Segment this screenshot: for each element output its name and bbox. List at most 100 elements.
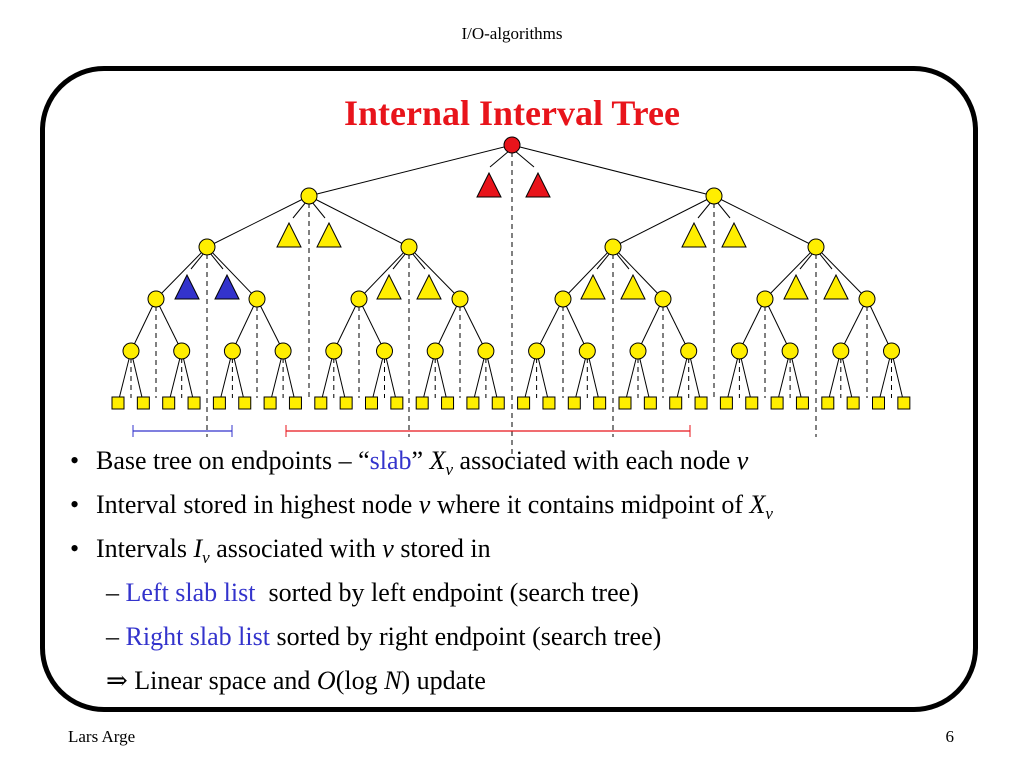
leaf-node (136, 396, 150, 410)
leaf-node (542, 396, 556, 410)
leaf-node (897, 396, 911, 410)
tree-edge (206, 246, 258, 300)
tree-edge (612, 195, 715, 248)
tree-edge (789, 350, 803, 404)
left-slab-list-term: Left slab list (125, 578, 256, 607)
tree-edge (231, 298, 258, 352)
tree-node (554, 290, 572, 308)
footer-author: Lars Arge (68, 727, 136, 746)
tree-edge (624, 350, 639, 404)
tree-edge (231, 350, 246, 404)
leaf-node (770, 396, 784, 410)
tree-node (223, 342, 241, 360)
tree-node (858, 290, 876, 308)
leaf-node (491, 396, 505, 410)
tree-edge (434, 298, 461, 352)
tree-node (477, 342, 495, 360)
tree-node (451, 290, 469, 308)
tree-node (807, 238, 825, 256)
tree-edge (878, 350, 892, 404)
tree-edge (688, 350, 702, 404)
tree-edge (562, 298, 588, 352)
tree-node (604, 238, 622, 256)
yellow-triangle (580, 273, 606, 300)
tree-node (756, 290, 774, 308)
tree-edge (155, 298, 183, 352)
tree-node (654, 290, 672, 308)
leaf-node (821, 396, 835, 410)
slab-list-arrow (392, 252, 407, 270)
slab-list-arrow (190, 252, 205, 270)
tree-edge (562, 246, 614, 300)
leaf-node (567, 396, 581, 410)
yellow-triangle (783, 273, 809, 300)
implies-symbol: ⇒ (106, 666, 128, 695)
leaf-node (618, 396, 632, 410)
tree-edge (130, 298, 157, 352)
tree-edge (738, 298, 766, 352)
tree-edge (308, 144, 513, 197)
tree-node (528, 342, 546, 360)
tree-edge (308, 195, 410, 248)
leaf-node (872, 396, 885, 410)
slide-number: 6 (945, 727, 955, 746)
slab-list-arrow (615, 252, 630, 270)
yellow-triangle (316, 221, 342, 248)
yellow-triangle (376, 273, 402, 300)
leaf-node (238, 396, 252, 410)
bullet-slab: •Base tree on endpoints – “slab” Xv asso… (70, 446, 749, 480)
tree-edge (573, 350, 588, 404)
bullet-intervals-associated: •Intervals Iv associated with v stored i… (70, 534, 491, 568)
leaf-node (339, 396, 353, 410)
leaf-node (212, 396, 226, 410)
tree-edge (662, 298, 690, 352)
leaf-node (745, 396, 759, 410)
bullet-list: •Base tree on endpoints – “slab” Xv asso… (70, 448, 773, 712)
tree-node (883, 342, 900, 360)
leaf-node (187, 396, 201, 410)
tree-edge (371, 350, 385, 404)
tree-edge (586, 350, 601, 404)
yellow-triangle (620, 273, 646, 300)
slide-header: I/O-algorithms (461, 24, 563, 43)
sub-bullet-right-slab-list: – Right slab list sorted by right endpoi… (106, 622, 662, 651)
blue-triangle (214, 273, 240, 300)
tree-edge (815, 246, 868, 300)
leaf-node (593, 396, 607, 410)
slab-term: slab (369, 446, 412, 475)
slab-list-arrow (411, 252, 426, 270)
slab-list-arrow (818, 252, 833, 270)
tree-node (730, 342, 748, 360)
leaf-node (846, 396, 860, 410)
tree-edge (218, 350, 233, 404)
conclusion-line: ⇒ Linear space and O(log N) update (106, 666, 486, 695)
leaf-node (314, 396, 328, 410)
leaf-node (441, 396, 455, 410)
tree-node (300, 187, 318, 205)
tree-node (705, 187, 723, 205)
tree-edge (840, 350, 854, 404)
yellow-triangle (416, 273, 442, 300)
tree-node (832, 342, 850, 360)
right-slab-list-term: Right slab list (125, 622, 270, 651)
tree-node (325, 342, 343, 360)
tree-edge (713, 195, 817, 248)
slide-frame (40, 66, 978, 712)
tree-edge (536, 298, 564, 352)
leaf-node (288, 396, 302, 410)
tree-edge (612, 246, 664, 300)
tree-edge (256, 298, 284, 352)
tree-edge (523, 350, 538, 404)
leaf-node (365, 396, 378, 410)
tree-edge (282, 350, 296, 404)
leaf-node (390, 396, 404, 410)
slab-list-arrow (514, 150, 535, 168)
blue-triangle (174, 273, 200, 300)
tree-edge (117, 350, 132, 404)
tree-edge (840, 298, 868, 352)
tree-node (680, 342, 698, 360)
tree-edge (384, 350, 398, 404)
tree-edge (536, 350, 550, 404)
yellow-triangle (823, 273, 849, 300)
tree-edge (891, 350, 905, 404)
